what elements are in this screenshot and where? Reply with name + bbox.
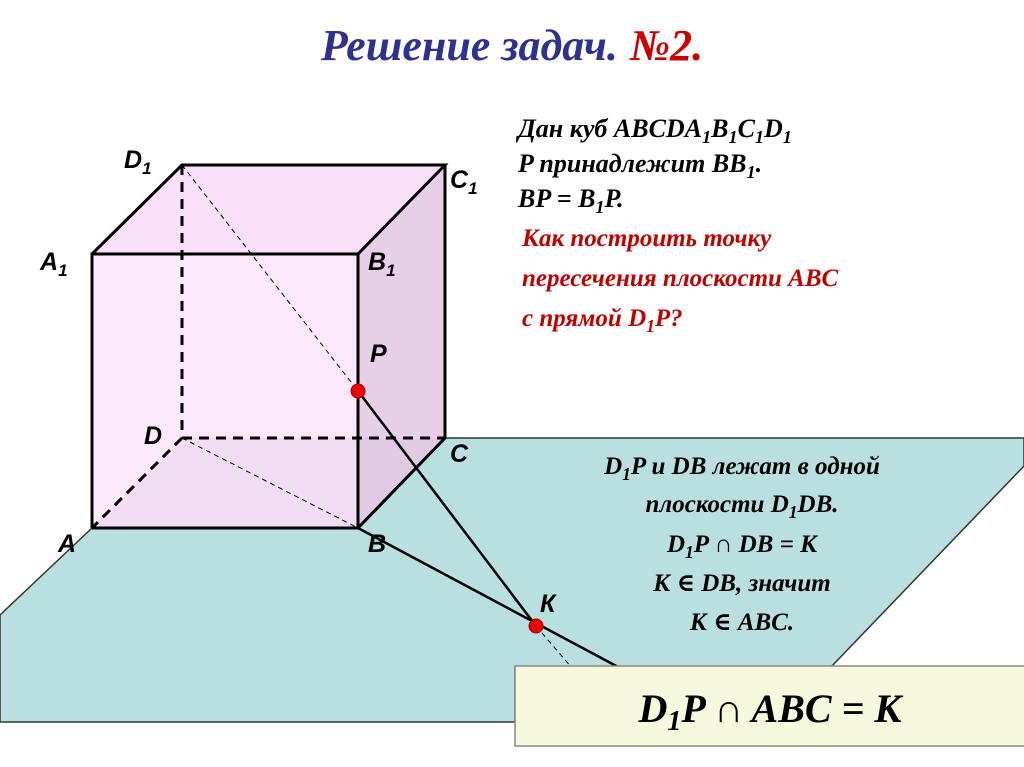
answer-text: D1P ∩ ABC = К — [637, 686, 903, 737]
given-line-1: Дан куб ABCDA1B1C1D1 — [516, 114, 792, 147]
given-line-3: BP = B1P. — [517, 184, 624, 217]
cube-edges — [90, 163, 449, 530]
question-text: Как построить точку пересечения плоскост… — [521, 225, 839, 336]
point-k — [528, 618, 544, 634]
label-c: C — [450, 440, 469, 468]
question-line-3: с прямой D1P? — [522, 305, 683, 336]
cube-top-face — [92, 165, 445, 254]
explanation-line-4: К ∈ DB, значит — [652, 570, 830, 597]
label-c1: C1 — [450, 166, 478, 198]
label-a: A — [57, 530, 76, 558]
question-line-1: Как построить точку — [521, 225, 772, 252]
answer-box — [514, 665, 1024, 747]
explanation-line-5: К ∈ ABC. — [689, 609, 794, 636]
label-a1: A1 — [39, 248, 68, 280]
explanation-text: D1P и DB лежат в одной плоскости D1DB. D… — [603, 453, 880, 636]
auxiliary-lines — [181, 164, 573, 669]
construction-lines — [357, 390, 621, 670]
label-p: P — [370, 340, 387, 368]
point-p — [350, 383, 366, 399]
explanation-line-1: D1P и DB лежат в одной — [603, 453, 880, 484]
page-title: Решение задач.№2. — [320, 21, 703, 70]
label-b: B — [368, 530, 386, 558]
label-d1: D1 — [124, 146, 152, 178]
hidden-edges — [90, 165, 445, 530]
explanation-line-2: плоскости D1DB. — [645, 491, 838, 522]
label-d: D — [144, 422, 162, 450]
explanation-line-3: D1P ∩ DB = К — [666, 531, 819, 562]
given-line-2: P принадлежит BB1. — [517, 149, 762, 182]
label-b1: B1 — [368, 248, 396, 280]
cube-front-face — [92, 254, 358, 528]
given-text: Дан куб ABCDA1B1C1D1 P принадлежит BB1. … — [516, 114, 792, 217]
question-line-2: пересечения плоскости ABC — [522, 265, 839, 292]
label-k: К — [540, 590, 557, 618]
